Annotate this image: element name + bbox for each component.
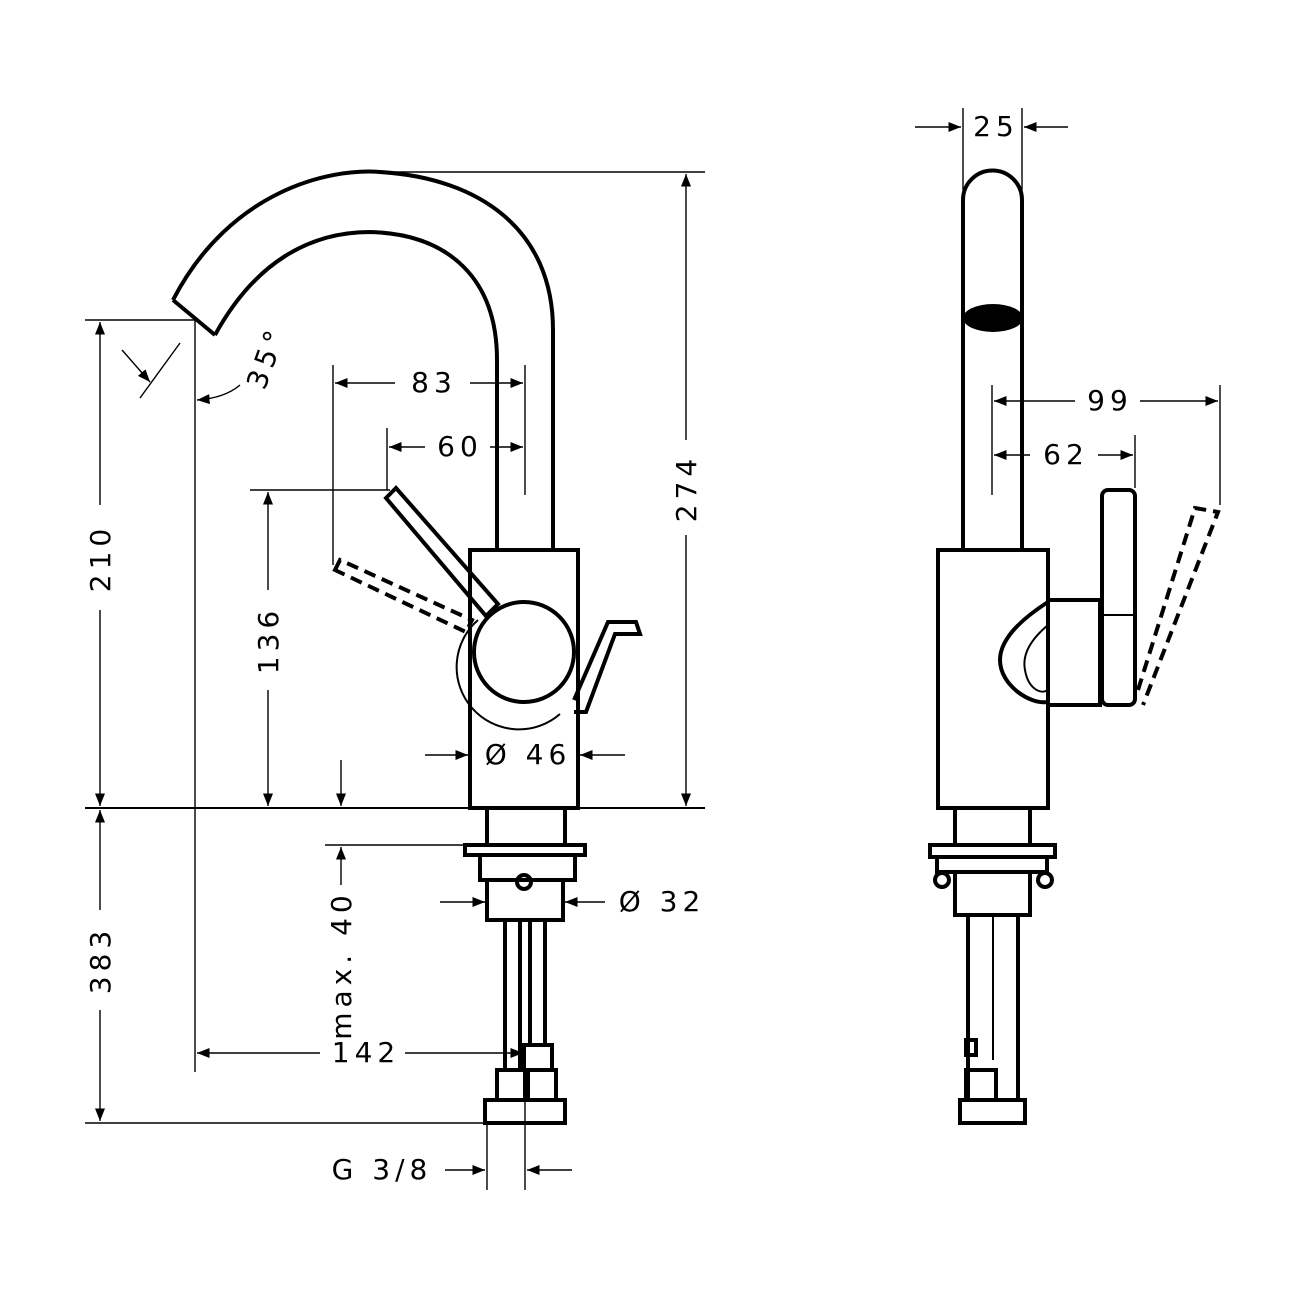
dim-spout-height: 210 (84, 524, 117, 592)
dim-lever-reach: 60 (437, 430, 483, 463)
spout-side (961, 168, 1024, 550)
dim-height-total: 274 (670, 454, 703, 522)
dim-lever-projection-max: 99 (1087, 384, 1133, 417)
lever-side (1100, 488, 1137, 707)
dim-deck-thickness: max. 40 (325, 890, 358, 1039)
dim-spout-angle: 35° (240, 321, 293, 393)
rear-lever-hook (572, 620, 643, 714)
dim-lever-reach-max: 83 (411, 366, 457, 399)
dim-spout-projection: 142 (332, 1036, 400, 1069)
supply-hose-left (503, 918, 522, 1072)
lever-side-dashed-position (1136, 505, 1221, 706)
faucet-body-side (936, 548, 1050, 810)
aerator-outlet (963, 304, 1023, 332)
dim-below-deck: 383 (84, 926, 117, 994)
hose-fitting-side (958, 1098, 1027, 1125)
handle-junction (1046, 560, 1102, 745)
supply-hose-right (528, 918, 547, 1047)
lever (383, 485, 501, 619)
dim-connection-thread: G 3/8 (332, 1153, 433, 1186)
dim-spout-width: 25 (973, 110, 1019, 143)
front-view: 274 210 383 35° 83 60 136 (84, 169, 706, 1190)
dim-shank-diameter: Ø 32 (619, 885, 706, 918)
spout-inner (213, 229, 499, 550)
lever-hub (472, 600, 576, 704)
dim-lever-height: 136 (252, 606, 285, 674)
shank (485, 806, 567, 847)
side-view: 25 99 62 (915, 108, 1221, 1125)
dim-lever-projection: 62 (1043, 438, 1089, 471)
dim-body-diameter: Ø 46 (485, 738, 572, 771)
lever-dashed-position (332, 557, 475, 635)
